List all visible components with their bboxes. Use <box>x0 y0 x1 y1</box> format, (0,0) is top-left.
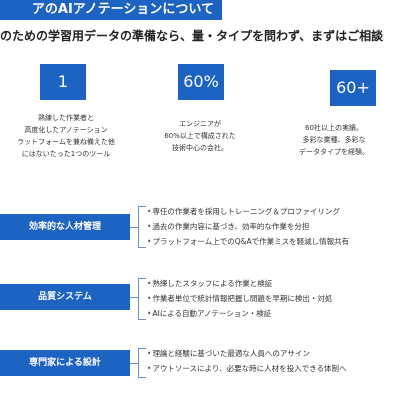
category-bracket <box>138 348 146 378</box>
stat-value-1: 1 <box>40 64 86 100</box>
category-bullet-list: •専任の作業者を採用しトレーニング＆プロファイリング •過去の作業内容に基づき、… <box>147 204 400 249</box>
category-label: 効率的な人材管理 <box>0 214 130 240</box>
list-item: •プラットフォーム上でのQ&Aで作業ミスを軽減し情報共有 <box>147 237 350 246</box>
category-connector <box>130 227 138 228</box>
list-item: •アウトソースにより、必要な時に人材を投入できる体制へ <box>147 364 347 373</box>
page-subtitle: のための学習用データの準備なら、量・タイプを問わず、まずはご相談 <box>0 29 384 43</box>
page-title: アのAIアノテーションについて <box>31 2 214 17</box>
stat-value-3: 60+ <box>330 70 376 106</box>
stat-line: 60%以上で構成された <box>164 132 236 140</box>
stat-line: 多彩な業種、多彩な <box>302 136 366 144</box>
category-bracket <box>138 206 146 248</box>
list-item: •過去の作業内容に基づき、効率的な作業を分担 <box>147 222 310 231</box>
category-bracket <box>138 278 146 320</box>
stat-line: 熟練した作業者と <box>38 114 94 122</box>
stat-line: エンジニアが <box>179 120 221 128</box>
category-bullet-list: •熟練したスタッフによる作業と検証 •作業者単位で統計情報把握し問題を早期に検出… <box>147 276 400 321</box>
list-item: •作業者単位で統計情報把握し問題を早期に検出・対処 <box>147 294 333 303</box>
list-item: •AIによる自動アノテーション・検証 <box>147 309 272 318</box>
stat-description-1: 熟練した作業者と 高度化したアノテーション ラットフォームを兼ね備えた他 にはな… <box>0 112 132 160</box>
stat-line: 60社以上の実績。 <box>305 124 363 132</box>
page-title-banner: アのAIアノテーションについて <box>0 0 222 20</box>
list-item: •専任の作業者を採用しトレーニング＆プロファイリング <box>147 207 340 216</box>
stat-value-2: 60% <box>178 64 224 100</box>
category-connector <box>130 363 138 364</box>
category-connector <box>130 297 138 298</box>
stat-description-2: エンジニアが 60%以上で構成された 技術中心の会社。 <box>134 118 266 154</box>
stat-description-3: 60社以上の実績。 多彩な業種、多彩な データタイプを経験。 <box>268 122 400 158</box>
list-item: •理論と経験に基づいた最適な人員へのアサイン <box>147 349 310 358</box>
list-item: •熟練したスタッフによる作業と検証 <box>147 279 273 288</box>
stat-line: 技術中心の会社。 <box>172 144 228 152</box>
category-bullet-list: •理論と経験に基づいた最適な人員へのアサイン •アウトソースにより、必要な時に人… <box>147 346 400 376</box>
stat-line: データタイプを経験。 <box>299 148 369 156</box>
category-label: 品質システム <box>0 284 130 310</box>
category-label: 専門家による設計 <box>0 350 130 376</box>
stat-line: ラットフォームを兼ね備えた他 <box>17 138 115 146</box>
stat-line: 高度化したアノテーション <box>24 126 108 134</box>
stat-line: にはないたった1つのツール <box>21 150 111 158</box>
